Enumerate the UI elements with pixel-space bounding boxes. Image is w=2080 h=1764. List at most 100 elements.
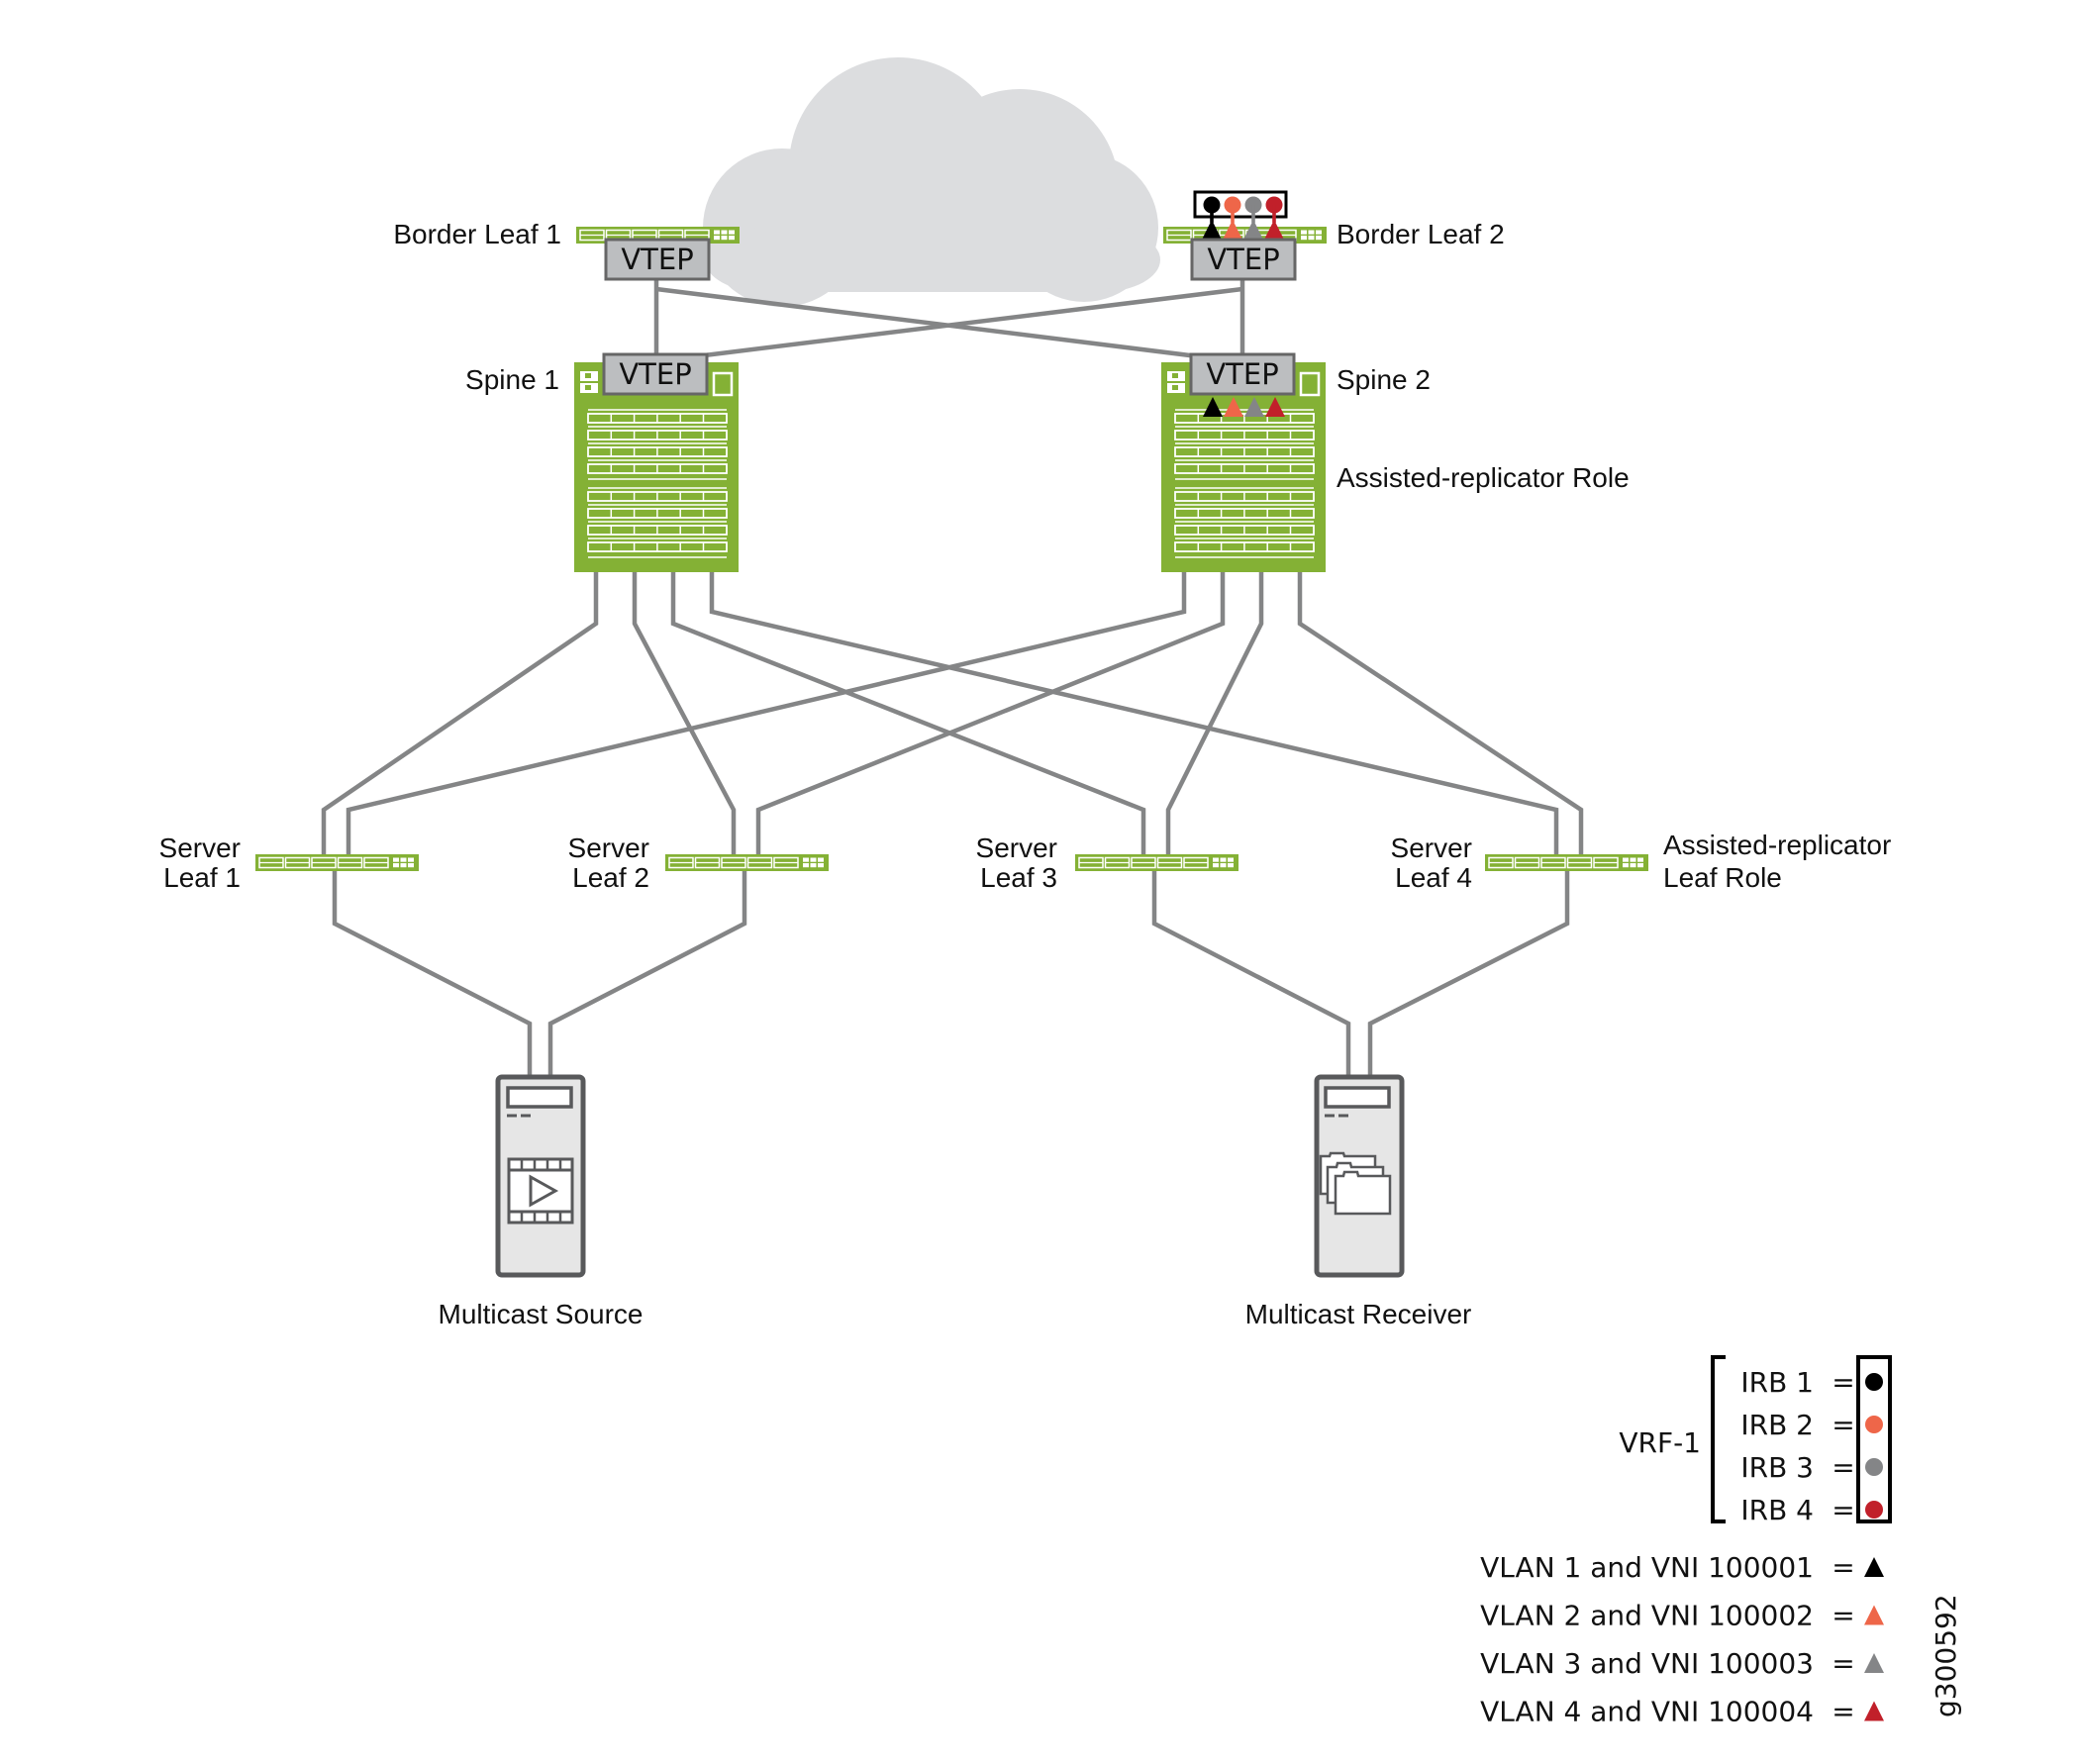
legend-irb-row: IRB 3 = <box>1740 1451 1883 1484</box>
vtep-label: VTEP <box>1206 357 1278 391</box>
irb-dot-icon <box>1865 1458 1883 1476</box>
mgmt-port <box>810 863 817 868</box>
legend-vlan-row: VLAN 4 and VNI 100004= <box>1480 1696 1884 1728</box>
mgmt-port <box>818 863 824 868</box>
cloud <box>703 57 1160 307</box>
border-leaf-2-irb-group <box>1193 190 1288 240</box>
border-leaf-2-vtep[interactable]: VTEP <box>1190 238 1297 281</box>
legend-irb-label: IRB 1 <box>1740 1366 1814 1399</box>
mgmt-port <box>1220 863 1227 868</box>
mgmt-port <box>1213 857 1219 862</box>
spine-1-chassis[interactable]: VTEP <box>574 352 739 572</box>
mgmt-port <box>1316 236 1322 241</box>
link-spine2-sl1 <box>346 572 1187 861</box>
multicast-receiver-server[interactable] <box>1314 1074 1405 1278</box>
border-leaf-1-vtep[interactable]: VTEP <box>604 238 711 281</box>
server-leaf-2-switch[interactable] <box>665 854 829 871</box>
border-leaf-2-label: Border Leaf 2 <box>1337 219 1505 249</box>
mgmt-port <box>393 857 399 862</box>
server-leaf-4-role-line2: Leaf Role <box>1663 862 1782 893</box>
server-leaf-3-switch[interactable] <box>1075 854 1238 871</box>
server-leaf-4-label-line1: Server <box>1391 833 1472 863</box>
server-leaf-3-label-line2: Leaf 3 <box>980 862 1057 893</box>
mgmt-port <box>1637 857 1643 862</box>
mgmt-port <box>400 863 407 868</box>
link-spine1-sl2 <box>632 572 737 861</box>
video-play-icon <box>507 1157 574 1225</box>
vlan-triangle-icon <box>1864 1605 1884 1625</box>
link-spine1-sl3 <box>670 572 1146 861</box>
server-leaf-1-switch[interactable] <box>255 854 419 871</box>
spine-1-chassis-vtep[interactable]: VTEP <box>602 352 709 396</box>
irb-pin-icon <box>1202 196 1222 240</box>
legend-vlan-row: VLAN 2 and VNI 100002 = <box>1480 1600 1884 1632</box>
legend-irb-label: IRB 3 <box>1740 1451 1814 1484</box>
server-leaf-3-label-line1: Server <box>976 833 1057 863</box>
vlan-triangle-icon <box>1224 397 1243 417</box>
multicast-source-label: Multicast Source <box>439 1299 644 1329</box>
legend-equals: = <box>1832 1647 1854 1680</box>
legend-equals: = <box>1832 1366 1854 1399</box>
mgmt-port <box>1228 863 1234 868</box>
legend-vlan-label: VLAN 3 and VNI 100003 <box>1480 1647 1814 1680</box>
link-spine2-sl4 <box>1297 572 1584 861</box>
links <box>321 279 1584 1079</box>
mgmt-port <box>1308 230 1315 235</box>
legend-irb-label: IRB 2 <box>1740 1409 1814 1441</box>
server-leaf-4-label-line2: Leaf 4 <box>1395 862 1472 893</box>
multicast-source-server[interactable] <box>495 1074 586 1278</box>
legend-equals: = <box>1832 1409 1854 1441</box>
link-sl4-receiver <box>1367 863 1570 1079</box>
server-leaf-2-label-line1: Server <box>568 833 649 863</box>
vlan-triangle-icon <box>1203 397 1223 417</box>
mgmt-port <box>1630 857 1636 862</box>
server-leaf-4-switch[interactable] <box>1485 854 1648 871</box>
legend-equals: = <box>1832 1551 1854 1584</box>
vlan-triangle-icon <box>1864 1701 1884 1721</box>
legend-irb-row: IRB 1 = <box>1740 1366 1883 1399</box>
irb-pin-icon <box>1243 196 1263 240</box>
mgmt-port <box>408 863 414 868</box>
folders-icon <box>1319 1151 1392 1216</box>
server-leaf-4-role-line1: Assisted-replicator <box>1663 830 1891 860</box>
mgmt-port <box>1301 230 1307 235</box>
link-spine2-sl2 <box>755 572 1226 861</box>
mgmt-port <box>1308 236 1315 241</box>
link-spine2-sl3 <box>1165 572 1264 861</box>
spine-2-role-label: Assisted-replicator Role <box>1337 462 1630 493</box>
vtep-label: VTEP <box>621 243 693 276</box>
legend-vlan-label: VLAN 1 and VNI 100001 <box>1480 1551 1814 1584</box>
figure-id: g300592 <box>1930 1594 1962 1717</box>
vtep-label: VTEP <box>1207 243 1279 276</box>
irb-pin-icon <box>1223 196 1242 240</box>
mgmt-port <box>408 857 414 862</box>
spine-1-label: Spine 1 <box>465 364 559 395</box>
vlan-triangle-icon <box>1244 397 1264 417</box>
mgmt-port <box>818 857 824 862</box>
spine-2-chassis[interactable]: VTEP <box>1161 352 1326 572</box>
legend-vlan-row: VLAN 3 and VNI 100003 = <box>1480 1647 1884 1680</box>
mgmt-port <box>393 863 399 868</box>
vtep-label: VTEP <box>619 357 691 391</box>
irb-dot-icon <box>1865 1416 1883 1433</box>
legend-equals: = <box>1832 1451 1854 1484</box>
mgmt-port <box>1220 857 1227 862</box>
legend-vlan-label: VLAN 2 and VNI 100002 <box>1480 1600 1814 1632</box>
legend-vrf-label: VRF-1 <box>1619 1426 1701 1459</box>
mgmt-port <box>1316 230 1322 235</box>
spine-2-chassis-vtep[interactable]: VTEP <box>1189 352 1296 396</box>
link-spine1-sl1 <box>321 572 599 861</box>
legend-equals: = <box>1832 1600 1854 1632</box>
vlan-triangle-icon <box>1864 1557 1884 1577</box>
mgmt-port <box>1213 863 1219 868</box>
mgmt-port <box>803 863 809 868</box>
mgmt-port <box>721 230 728 235</box>
vlan-triangle-icon <box>1864 1653 1884 1673</box>
legend-vlan-label: VLAN 4 and VNI 100004 <box>1480 1696 1814 1728</box>
legend-vlan-row: VLAN 1 and VNI 100001 = <box>1480 1551 1884 1584</box>
server-leaf-1-label-line1: Server <box>159 833 241 863</box>
legend-irb-row: IRB 2 = <box>1740 1409 1883 1441</box>
vlan-triangle-icon <box>1265 397 1285 417</box>
mgmt-port <box>1623 857 1629 862</box>
